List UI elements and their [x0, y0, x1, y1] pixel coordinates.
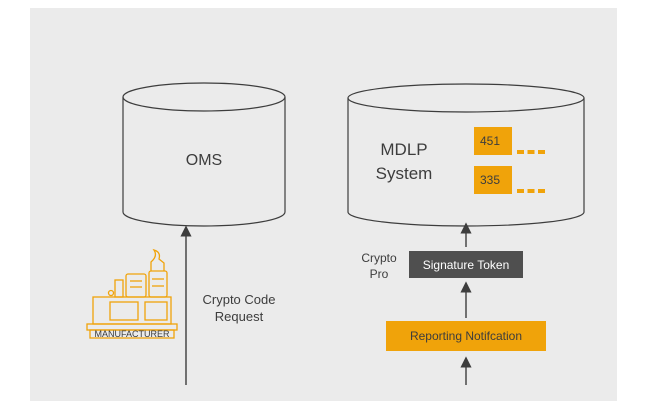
signature-token-text: Signature Token	[422, 257, 510, 272]
crypto-pro-label-line2: Pro	[369, 267, 389, 281]
mdlp-label-line2: System	[375, 164, 433, 183]
code-335-text: 335	[480, 173, 501, 187]
manufacturer-label: MANUFACTURER	[94, 329, 170, 339]
crypto-code-label-line2: Request	[214, 309, 264, 324]
oms-database	[122, 82, 286, 227]
code-box-451: 451	[474, 127, 512, 155]
code-451-text: 451	[480, 134, 501, 148]
code-box-335: 335	[474, 166, 512, 194]
reporting-notification-text: Reporting Notifcation	[409, 329, 523, 343]
crypto-pro-label-line1: Crypto	[361, 251, 397, 265]
signature-token-box: Signature Token	[409, 251, 523, 278]
mdlp-label-line1: MDLP	[380, 140, 428, 159]
reporting-notification-box: Reporting Notifcation	[386, 321, 546, 351]
crypto-code-label-line1: Crypto Code	[202, 292, 276, 307]
oms-label: OMS	[185, 152, 223, 169]
factory-icon	[86, 248, 178, 339]
